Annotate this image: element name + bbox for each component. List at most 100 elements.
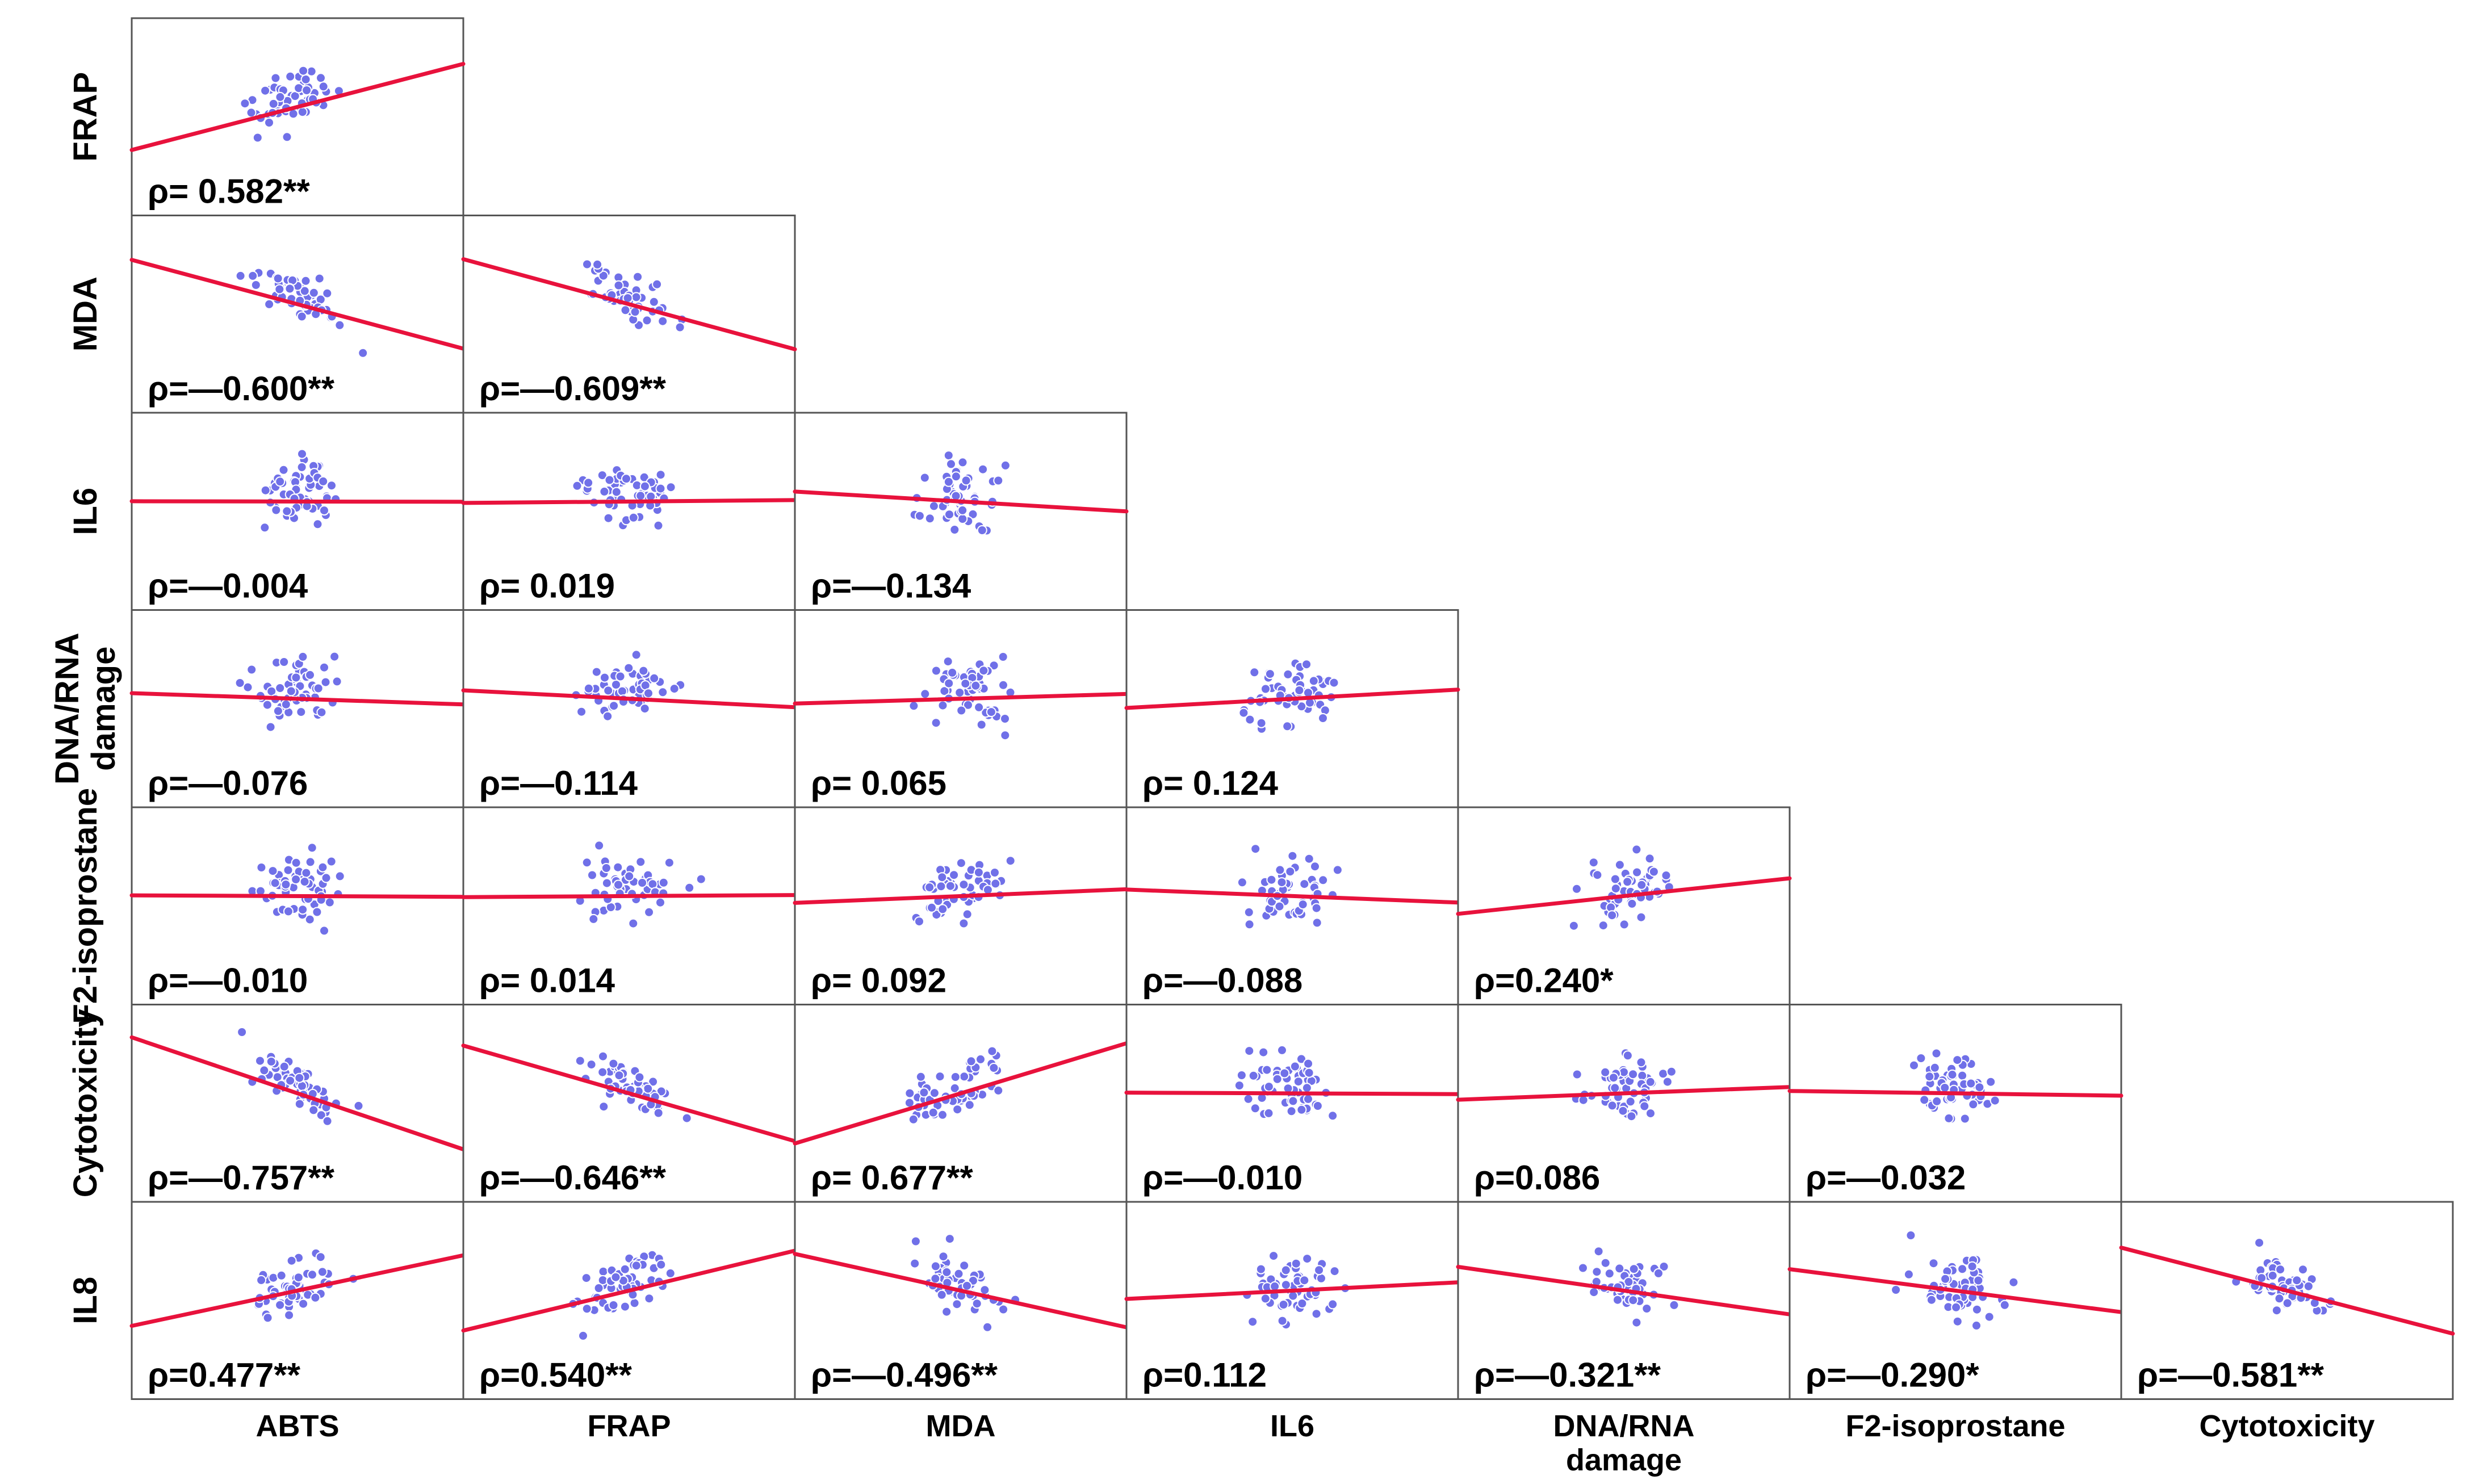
scatter-point xyxy=(1308,676,1319,686)
scatter-point xyxy=(1618,1105,1628,1116)
scatter-point xyxy=(265,722,276,732)
scatter-point xyxy=(1645,1108,1656,1119)
panel-frame xyxy=(462,806,796,1005)
scatter-point xyxy=(1608,1072,1619,1083)
scatter-point xyxy=(1614,1263,1625,1274)
scatter-point xyxy=(943,476,954,487)
scatter-point xyxy=(279,1061,290,1072)
scatter-point xyxy=(1909,1060,1919,1071)
scatter-point xyxy=(294,1099,305,1109)
scatter-point xyxy=(324,897,335,908)
scatter-point xyxy=(1622,1050,1633,1061)
scatter-point xyxy=(318,81,329,92)
scatter-point xyxy=(936,1289,947,1300)
scatter-points xyxy=(240,65,344,143)
scatter-point xyxy=(1929,1062,1940,1073)
scatter-point xyxy=(958,918,969,929)
scatter-point xyxy=(655,469,666,480)
scatter-point xyxy=(614,1070,625,1081)
scatter-point xyxy=(1628,1264,1639,1275)
scatter-point xyxy=(1255,1264,1266,1275)
correlation-label: ρ= 0.677** xyxy=(811,1159,973,1197)
scatter-point xyxy=(581,1303,592,1314)
scatter-point xyxy=(681,1113,692,1124)
scatter-point xyxy=(591,666,602,677)
correlation-label: ρ=0.240* xyxy=(1474,962,1614,1000)
scatter-point xyxy=(294,1072,305,1083)
scatter-point xyxy=(1280,1265,1291,1276)
scatter-point xyxy=(987,1046,998,1057)
scatter-point xyxy=(1639,1101,1650,1112)
scatter-point xyxy=(629,1298,640,1309)
scatter-point xyxy=(270,73,281,83)
correlation-label: ρ=—0.321** xyxy=(1474,1356,1661,1394)
scatter-point xyxy=(275,476,286,487)
column-label-text: Cytotoxicity xyxy=(2199,1409,2374,1443)
panel-cytotoxicity-vs-frap: ρ=—0.646** xyxy=(461,1004,797,1203)
regression-line xyxy=(461,893,797,899)
column-label-text: IL6 xyxy=(1270,1409,1314,1443)
scatter-point xyxy=(1244,919,1255,930)
scatter-point xyxy=(1286,1106,1297,1117)
panel-il6-vs-mda: ρ=—0.134 xyxy=(793,412,1129,611)
scatter-point xyxy=(321,873,332,883)
regression-line xyxy=(1456,1265,1792,1317)
scatter-point xyxy=(643,1083,654,1094)
scatter-point xyxy=(653,520,664,531)
scatter-point xyxy=(1568,920,1579,931)
scatter-point xyxy=(1275,865,1285,875)
scatter-point xyxy=(1238,707,1249,718)
scatter-point xyxy=(319,925,329,936)
scatter-point xyxy=(282,506,292,517)
scatter-point xyxy=(275,91,286,102)
scatter-point xyxy=(914,916,924,927)
scatter-point xyxy=(1277,1045,1287,1055)
scatter-point xyxy=(298,651,308,662)
scatter-point xyxy=(1636,1057,1647,1068)
scatter-point xyxy=(656,1259,667,1270)
scatter-point xyxy=(1260,684,1271,694)
scatter-point xyxy=(949,1083,960,1093)
scatter-points xyxy=(572,465,676,531)
scatter-point xyxy=(1236,1070,1247,1080)
scatter-point xyxy=(1278,1299,1289,1310)
scatter-point xyxy=(315,1252,326,1263)
scatter-point xyxy=(317,1267,328,1277)
row-label-il8: IL8 xyxy=(67,1277,104,1324)
scatter-point xyxy=(1311,903,1322,913)
scatter-point xyxy=(1658,1261,1669,1272)
scatter-point xyxy=(314,273,325,284)
scatter-point xyxy=(305,857,316,867)
scatter-point xyxy=(1572,883,1582,894)
scatter-point xyxy=(959,1260,970,1271)
scatter-point xyxy=(998,680,1008,690)
scatter-point xyxy=(283,865,294,875)
scatter-point xyxy=(657,316,668,326)
column-label-il6: IL6 xyxy=(1270,1409,1314,1443)
scatter-point xyxy=(317,862,328,873)
scatter-point xyxy=(1312,917,1322,928)
scatter-point xyxy=(307,842,317,853)
scatter-point xyxy=(2303,1281,2314,1292)
scatter-point xyxy=(313,683,324,694)
panel-f2-isoprostane-vs-dna-rna-damage: ρ=0.240* xyxy=(1456,806,1792,1005)
panel-frame xyxy=(462,1201,796,1400)
scatter-point xyxy=(631,1260,642,1271)
scatter-point xyxy=(1637,1070,1648,1081)
scatter-point xyxy=(297,448,307,459)
scatter-point xyxy=(274,284,285,295)
regression-line xyxy=(1124,887,1460,905)
scatter-point xyxy=(941,1306,952,1317)
scatter-point xyxy=(993,475,1004,486)
scatter-point xyxy=(958,879,969,890)
scatter-point xyxy=(1268,1251,1279,1261)
regression-line xyxy=(793,1041,1129,1146)
scatter-point xyxy=(1287,850,1298,861)
scatter-point xyxy=(2267,1270,2278,1281)
row-label-line: Cytotoxicity xyxy=(67,1009,104,1197)
row-label-text: IL8 xyxy=(67,1277,104,1324)
scatter-point xyxy=(1311,1309,1322,1319)
scatter-point xyxy=(1589,1287,1599,1298)
scatter-point xyxy=(1263,1108,1274,1118)
scatter-point xyxy=(1669,1299,1679,1310)
